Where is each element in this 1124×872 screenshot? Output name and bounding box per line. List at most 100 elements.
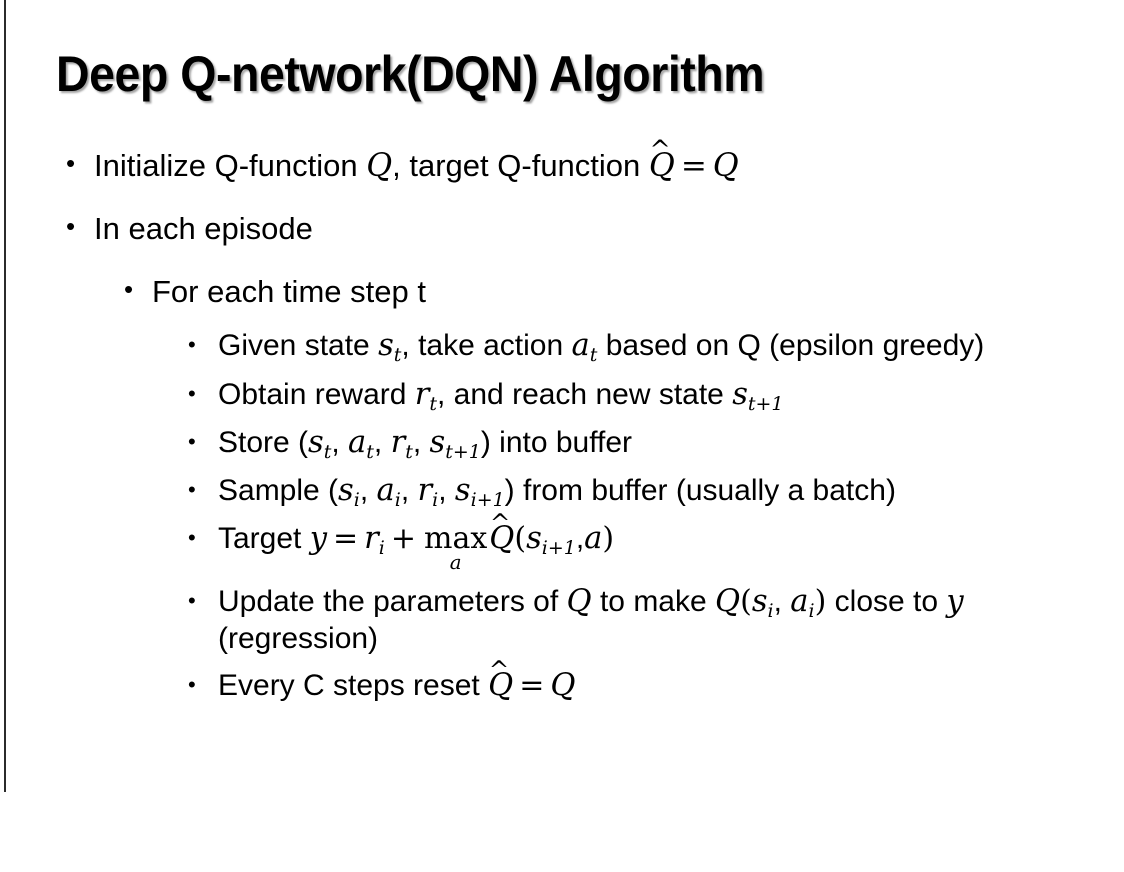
subscript-i-plus-1: i+1 <box>470 488 505 511</box>
bullet-store-transition: • Store (st, at, rt, st+1) into buffer <box>188 424 1088 463</box>
symbol-a: a <box>571 328 590 364</box>
subscript-t: t <box>323 440 332 463</box>
bullet-dot-icon: • <box>124 273 134 304</box>
symbol-q-hat: ^Q <box>489 508 515 557</box>
separator-comma: , <box>412 425 422 459</box>
symbol-s-i-plus-1: si+1 <box>526 520 576 559</box>
slide-body: • Initialize Q-function Q, target Q-func… <box>0 135 1124 716</box>
bullet-given-state-text: Given state st, take action at based on … <box>218 328 1088 365</box>
operator-plus: + <box>390 520 416 556</box>
hat-accent-icon: ^ <box>488 654 510 684</box>
separator-comma: , <box>773 585 782 619</box>
symbol-s-i: si <box>338 472 360 510</box>
bullet-obtain-reward: • Obtain reward rt, and reach new state … <box>188 376 1088 415</box>
symbol-s: s <box>732 376 748 412</box>
level3-bullet-group: • Given state st, take action at based o… <box>0 328 1124 704</box>
separator-comma: , <box>575 521 585 555</box>
symbol-a-t: at <box>571 328 598 365</box>
symbol-q-2: Q <box>712 148 739 184</box>
bullet-for-each-time-step: • For each time step t <box>0 274 1124 311</box>
symbol-q: Q <box>566 584 592 620</box>
bullet-sample-batch-text: Sample (si, ai, ri, si+1) from buffer (u… <box>218 472 1088 511</box>
symbol-q-base: Q <box>648 148 675 184</box>
symbol-a: a <box>584 520 603 556</box>
separator-comma: , <box>438 473 447 507</box>
operator-equals: = <box>333 520 359 556</box>
text-sample-pre: Sample ( <box>218 473 339 507</box>
text-initialize-mid: , target Q-function <box>392 148 649 183</box>
text-store-post: ) into buffer <box>480 425 633 459</box>
symbol-r-t: rt <box>390 424 413 463</box>
subscript-i: i <box>808 600 815 623</box>
bullet-update-parameters: • Update the parameters of Q to make Q(s… <box>188 584 1088 655</box>
subscript-i-plus-1: i+1 <box>541 536 576 559</box>
symbol-r: r <box>414 376 430 412</box>
text-initialize-pre: Initialize Q-function <box>94 148 367 183</box>
symbol-s-t: st <box>378 328 401 365</box>
hat-accent-icon: ^ <box>489 507 511 537</box>
symbol-q: Q <box>366 148 393 184</box>
symbol-s: s <box>454 472 471 508</box>
text-update-post: close to <box>826 585 947 619</box>
symbol-y: y <box>309 520 328 556</box>
symbol-r-t: rt <box>414 376 438 415</box>
bullet-store-transition-text: Store (st, at, rt, st+1) into buffer <box>218 424 1088 463</box>
bullet-dot-icon: • <box>188 524 196 550</box>
bullet-initialize: • Initialize Q-function Q, target Q-func… <box>0 135 1124 185</box>
subscript-t: t <box>393 344 402 367</box>
paren-open: ( <box>514 520 527 556</box>
symbol-s-i-plus-1: si+1 <box>454 472 505 511</box>
symbol-a: a <box>376 472 395 508</box>
hat-accent-icon: ^ <box>649 135 671 165</box>
symbol-r: r <box>417 472 433 508</box>
bullet-sample-batch: • Sample (si, ai, ri, si+1) from buffer … <box>188 472 1088 511</box>
bullet-dot-icon: • <box>188 476 196 502</box>
text-update-mid: to make <box>591 585 716 619</box>
bullet-in-each-episode: • In each episode <box>0 211 1124 248</box>
symbol-s: s <box>338 472 354 508</box>
symbol-s: s <box>526 520 542 556</box>
symbol-s-i: si <box>752 584 774 621</box>
subscript-i: i <box>432 488 439 511</box>
text-update-pre: Update the parameters of <box>218 585 567 619</box>
bullet-in-each-episode-text: In each episode <box>94 211 313 247</box>
subscript-i: i <box>394 488 401 511</box>
symbol-q-base: Q <box>489 520 515 556</box>
text-target-pre: Target <box>218 521 310 555</box>
symbol-q-hat: ^Q <box>648 135 675 185</box>
symbol-a: a <box>790 584 809 620</box>
paren-close: ) <box>814 584 827 620</box>
symbol-s-t-plus-1: st+1 <box>430 425 481 463</box>
bullet-reset-target: • Every C steps reset ^Q=Q <box>188 655 1088 704</box>
bullet-obtain-reward-text: Obtain reward rt, and reach new state st… <box>218 376 1088 415</box>
bullet-dot-icon: • <box>66 211 76 242</box>
symbol-s-t: st <box>308 425 332 463</box>
max-subscript-a: a <box>449 550 462 574</box>
symbol-a-t: at <box>348 425 374 463</box>
symbol-q-hat: ^Q <box>488 655 514 704</box>
bullet-for-each-time-step-text: For each time step t <box>152 273 426 309</box>
subscript-t: t <box>429 392 438 415</box>
symbol-r: r <box>364 520 379 556</box>
text-given-post: based on Q (epsilon greedy) <box>597 329 985 363</box>
subscript-t: t <box>405 440 413 463</box>
text-every-pre: Every C steps reset <box>218 668 489 702</box>
symbol-s: s <box>378 328 394 364</box>
paren-open: ( <box>740 584 752 620</box>
subscript-i: i <box>767 600 774 623</box>
bullet-reset-target-text: Every C steps reset ^Q=Q <box>218 655 1088 704</box>
bullet-dot-icon: • <box>188 588 196 614</box>
operator-equals: = <box>519 667 545 703</box>
subscript-t-plus-1: t+1 <box>445 440 481 463</box>
subscript-t: t <box>366 440 374 463</box>
symbol-y: y <box>946 584 964 620</box>
symbol-q-base: Q <box>488 667 514 703</box>
symbol-r: r <box>390 424 406 460</box>
bullet-dot-icon: • <box>188 332 196 358</box>
bullet-dot-icon: • <box>188 428 196 454</box>
bullet-initialize-text: Initialize Q-function Q, target Q-functi… <box>94 135 1124 185</box>
separator-comma: , <box>359 473 369 507</box>
